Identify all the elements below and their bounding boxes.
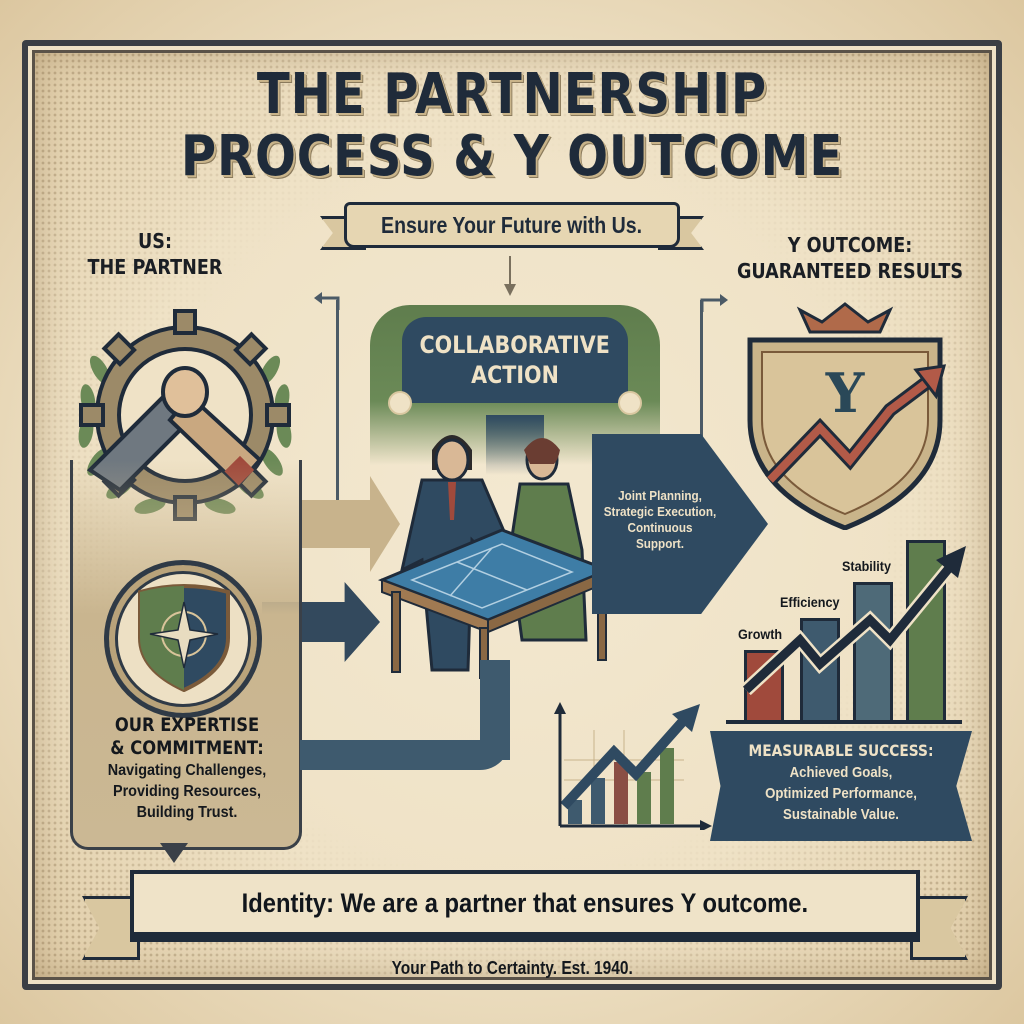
us-heading-line-1: US: <box>137 229 173 253</box>
curved-arrow-icon <box>314 292 340 310</box>
expertise-item: Navigating Challenges, <box>107 762 267 779</box>
bar-label-stability: Stability <box>842 558 892 574</box>
collab-label-line-2: ACTION <box>471 361 559 389</box>
poster-frame <box>22 40 1002 990</box>
trend-up-arrow-icon <box>741 546 966 696</box>
top-banner-ribbon: Ensure Your Future with Us. <box>318 198 706 252</box>
flow-line-left <box>336 300 339 500</box>
planning-table-illustration <box>377 435 612 679</box>
bar-label-efficiency: Efficiency <box>780 594 840 610</box>
expertise-text: OUR EXPERTISE & COMMITMENT: Navigating C… <box>72 714 302 823</box>
bar-label-growth: Growth <box>738 626 783 642</box>
action-item: Joint Planning, <box>618 488 702 503</box>
curved-arrow-icon <box>700 294 728 312</box>
compass-shield-icon <box>138 584 230 692</box>
y-heading-line-1: Y OUTCOME: <box>787 233 913 257</box>
crowned-y-shield-icon: Y <box>747 302 947 530</box>
collab-label-line-1: COLLABORATIVE <box>419 331 611 359</box>
title-line-1: THE PARTNERSHIP <box>256 62 768 127</box>
tagline-text: Your Path to Certainty. Est. 1940. <box>391 958 633 978</box>
action-item: Continuous <box>627 520 693 535</box>
success-text: MEASURABLE SUCCESS: Achieved Goals, Opti… <box>714 740 968 825</box>
y-heading-line-2: GUARANTEED RESULTS <box>736 259 964 283</box>
connector-dot <box>618 391 642 415</box>
flow-line-right <box>700 300 703 460</box>
expertise-item: Building Trust. <box>136 804 238 821</box>
identity-statement: Identity: We are a partner that ensures … <box>241 887 809 918</box>
expertise-title-line-2: & COMMITMENT: <box>110 737 264 759</box>
us-heading: US: THE PARTNER <box>71 228 238 280</box>
action-item: Strategic Execution, <box>603 504 717 519</box>
return-flow-stem <box>480 660 510 760</box>
bar-efficiency <box>800 618 840 722</box>
chart-baseline <box>726 720 962 724</box>
success-banner <box>710 731 972 841</box>
action-items: Joint Planning, Strategic Execution, Con… <box>596 488 724 552</box>
bar-stability <box>853 582 893 722</box>
success-item: Achieved Goals, <box>789 764 893 781</box>
return-flow-band <box>300 740 510 770</box>
small-growth-chart <box>554 702 712 830</box>
shield-letter: Y <box>825 361 866 425</box>
success-title: MEASURABLE SUCCESS: <box>748 741 934 760</box>
ribbon-band: Ensure Your Future with Us. <box>344 202 680 248</box>
banner-text: Ensure Your Future with Us. <box>381 211 643 238</box>
connector-dot <box>388 391 412 415</box>
y-outcome-heading: Y OUTCOME: GUARANTEED RESULTS <box>718 232 982 284</box>
collab-label-box: COLLABORATIVE ACTION <box>402 317 628 403</box>
action-item: Support. <box>635 536 685 551</box>
down-arrow-icon <box>504 256 516 296</box>
us-heading-line-2: THE PARTNER <box>87 255 223 279</box>
expertise-item: Providing Resources, <box>112 783 262 800</box>
expertise-title-line-1: OUR EXPERTISE <box>114 714 260 736</box>
success-item: Optimized Performance, <box>765 785 917 802</box>
tagline: Your Path to Certainty. Est. 1940. <box>0 958 1024 979</box>
title-line-2: PROCESS & Y OUTCOME <box>180 124 844 189</box>
ribbon-band: Identity: We are a partner that ensures … <box>130 870 920 936</box>
success-item: Sustainable Value. <box>783 806 899 823</box>
identity-ribbon: Identity: We are a partner that ensures … <box>82 870 968 960</box>
